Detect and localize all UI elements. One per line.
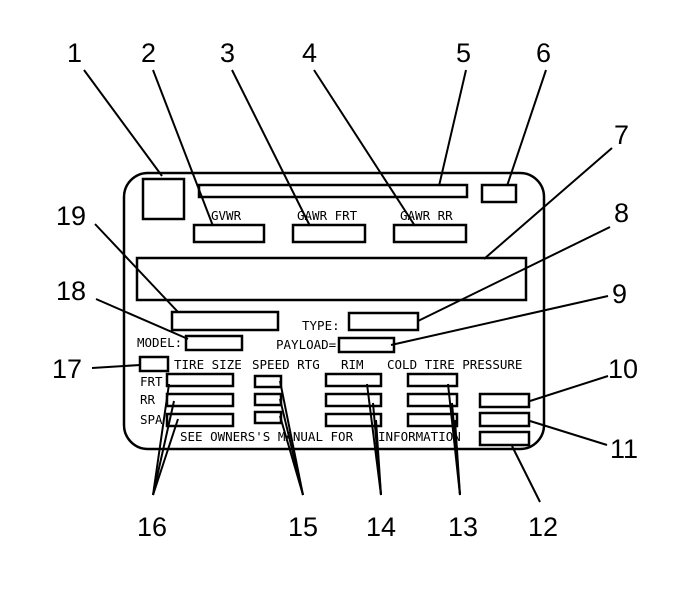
gvwr-field	[192, 223, 266, 244]
callout-9: 9	[612, 279, 627, 309]
rr-row-label: RR	[140, 392, 156, 407]
callout-18: 18	[56, 276, 86, 306]
type-field	[347, 311, 420, 332]
payload-field	[337, 336, 396, 354]
callout-14: 14	[366, 512, 396, 542]
callout-13: 13	[448, 512, 478, 542]
speed-rtg-header: SPEED RTG	[252, 357, 320, 372]
model-label: MODEL:	[137, 335, 182, 350]
right-field-middle	[478, 411, 531, 428]
leader-lines	[83, 69, 613, 503]
callout-3: 3	[220, 38, 235, 68]
rim-header: RIM	[341, 357, 364, 372]
callout-12: 12	[528, 512, 558, 542]
gvwr-label: GVWR	[211, 208, 242, 223]
seating-field	[138, 355, 170, 373]
callout-16: 16	[137, 512, 167, 542]
gawr-frt-label: GAWR FRT	[297, 208, 358, 223]
callout-2: 2	[141, 38, 156, 68]
callout-11: 11	[610, 434, 638, 464]
callout-15: 15	[288, 512, 318, 542]
wide-middle-field	[135, 256, 528, 302]
pressure-frt-field	[406, 372, 459, 388]
model-name-field	[170, 310, 280, 332]
callout-5: 5	[456, 38, 471, 68]
callout-17: 17	[52, 354, 82, 384]
callout-4: 4	[302, 38, 317, 68]
payload-label: PAYLOAD=	[276, 337, 336, 352]
callout-19: 19	[56, 201, 86, 231]
callout-7: 7	[614, 120, 629, 150]
tire-size-rr-field	[165, 392, 235, 408]
type-label: TYPE:	[302, 318, 340, 333]
model-field	[184, 334, 244, 352]
rim-spa-field	[324, 412, 383, 428]
top-small-field	[480, 183, 518, 204]
tire-size-spa-field	[165, 412, 235, 428]
rim-rr-field	[324, 392, 383, 408]
right-field-lower	[478, 430, 531, 447]
cold-tire-pressure-header: COLD TIRE PRESSURE	[387, 357, 522, 372]
footnote-left-text: SEE OWNERS'S MANUAL FOR	[180, 429, 354, 444]
top-long-field	[197, 183, 469, 199]
rim-frt-field	[324, 372, 383, 388]
callout-6: 6	[536, 38, 551, 68]
gawr-frt-field	[291, 223, 367, 244]
callout-8: 8	[614, 198, 629, 228]
pressure-spa-field	[406, 412, 459, 428]
callout-1: 1	[67, 38, 82, 68]
spa-row-label: SPA	[140, 412, 163, 427]
logo-square-box	[141, 177, 186, 221]
frt-row-label: FRT	[140, 374, 163, 389]
footnote-right-text: INFORMATION	[378, 429, 461, 444]
speed-rtg-spa-field	[253, 410, 283, 425]
tire-size-header: TIRE SIZE	[174, 357, 242, 372]
gawr-rr-field	[392, 223, 468, 244]
callout-10: 10	[608, 354, 638, 384]
gawr-rr-label: GAWR RR	[400, 208, 453, 223]
right-field-upper	[478, 392, 531, 409]
pressure-rr-field	[406, 392, 459, 408]
tire-size-frt-field	[165, 372, 235, 388]
speed-rtg-frt-field	[253, 374, 283, 389]
speed-rtg-rr-field	[253, 392, 283, 407]
